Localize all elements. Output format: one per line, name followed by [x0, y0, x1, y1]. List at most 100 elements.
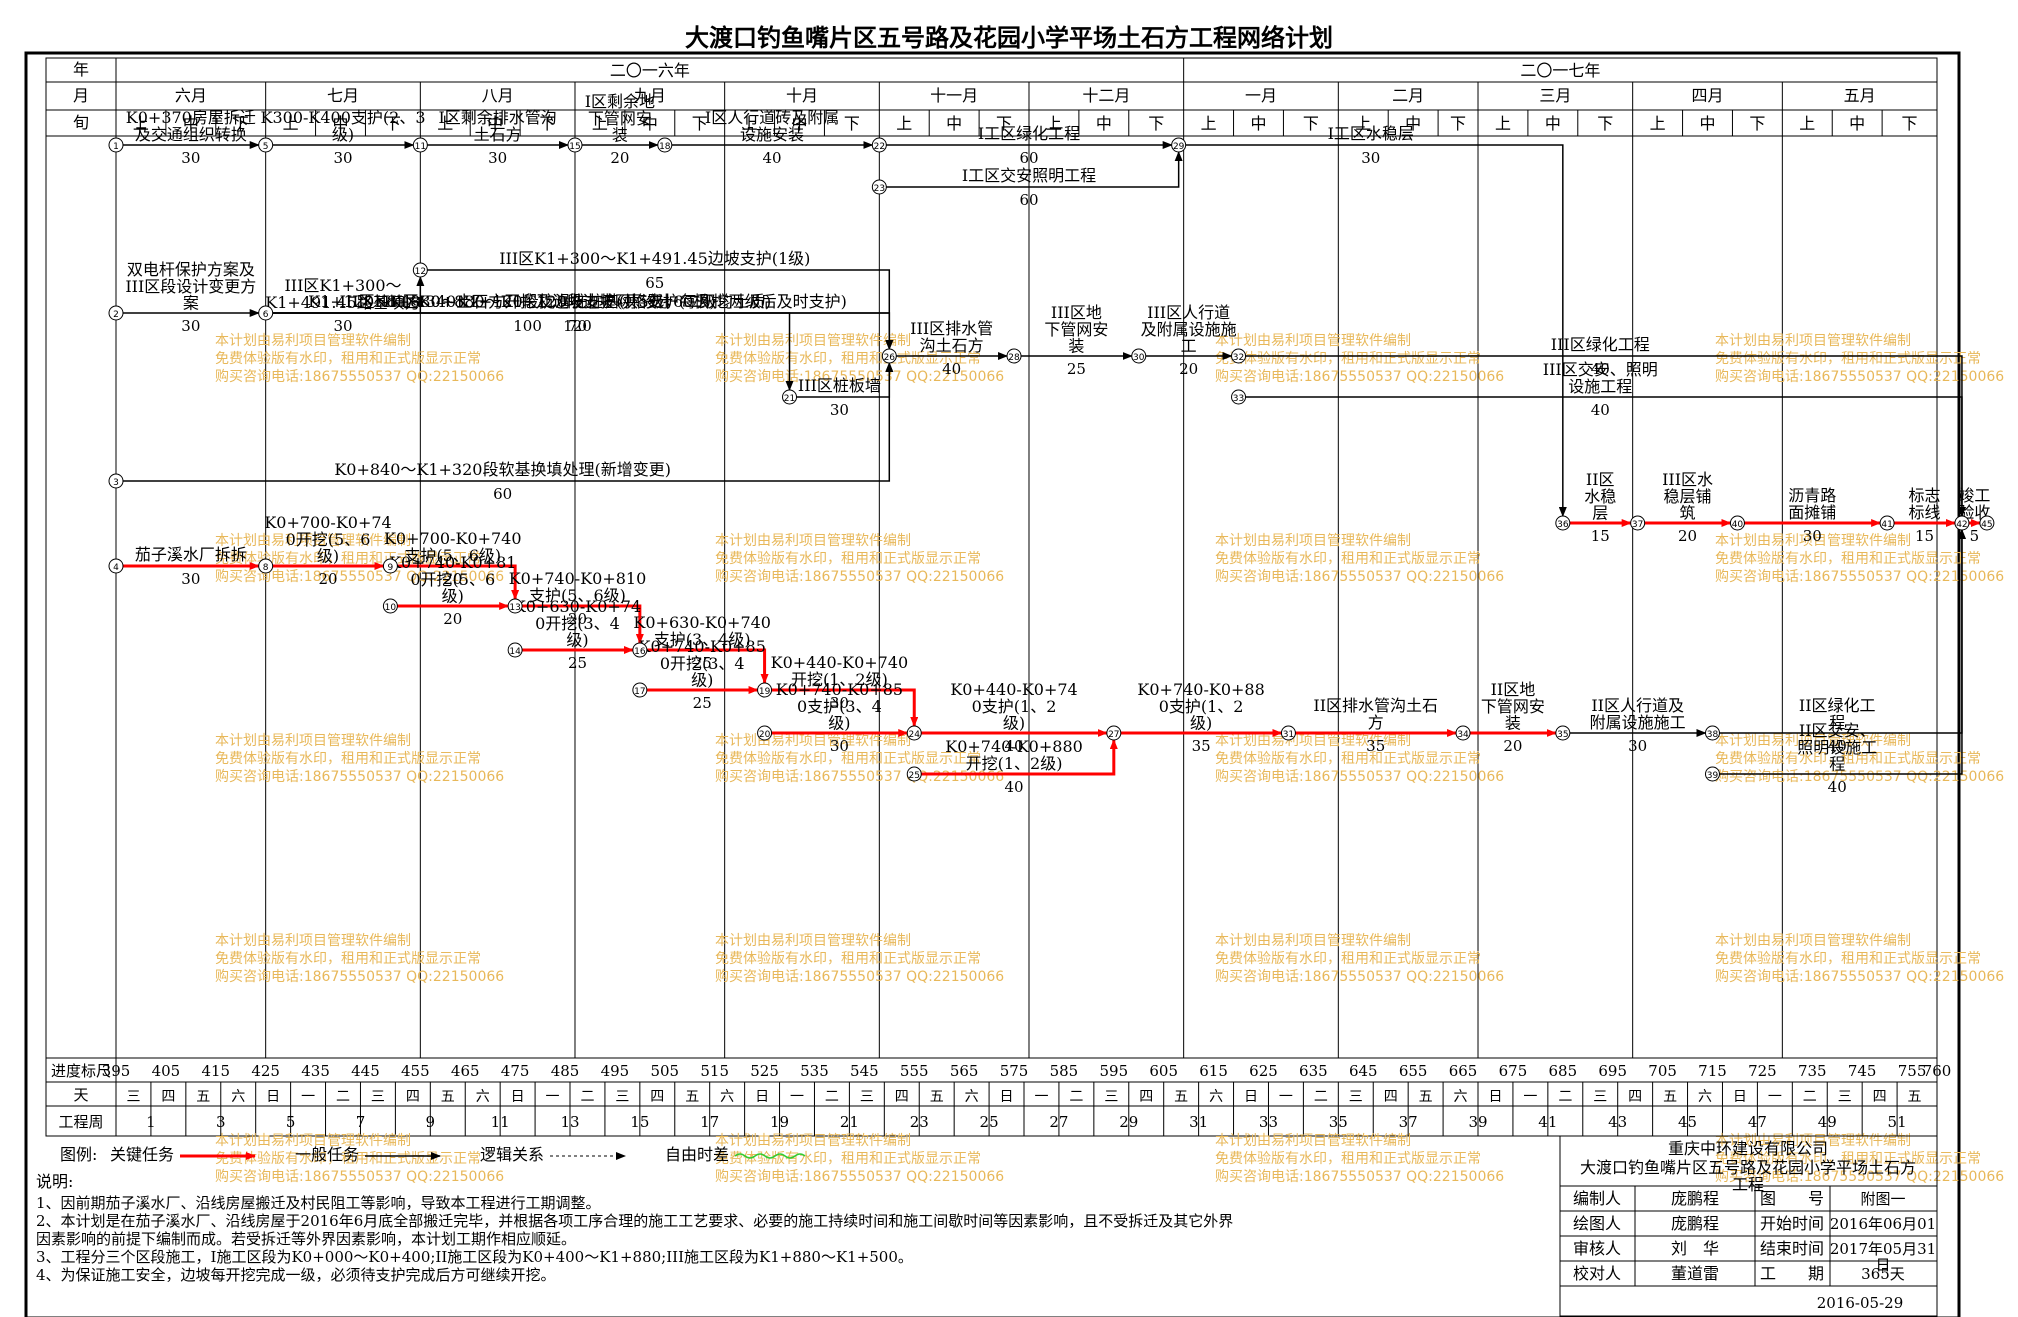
task-duration: 25 — [1067, 360, 1086, 378]
xun-label: 中 — [332, 114, 348, 133]
title-date: 2016-05-29 — [1817, 1294, 1903, 1312]
month-label: 九月 — [634, 86, 666, 105]
watermark-line: 免费体验版有水印，租用和正式版显示正常 — [715, 751, 981, 767]
xun-label: 中 — [642, 114, 658, 133]
xun-label: 上 — [742, 114, 758, 133]
task-duration: 20 — [610, 149, 629, 167]
outer-frame — [24, 51, 1961, 1317]
month-label: 十二月 — [1082, 86, 1130, 105]
weekday-label: 日 — [511, 1089, 525, 1105]
week-number: 5 — [286, 1113, 296, 1131]
note-line: 4、为保证施工安全，边坡每开挖完成一级，必须待支护完成后方可继续开挖。 — [36, 1266, 556, 1284]
xun-label: 下 — [692, 114, 708, 133]
title-key: 审核人 — [1573, 1239, 1621, 1258]
weekday-label: 三 — [860, 1089, 874, 1105]
network-node — [632, 642, 648, 658]
xun-label: 下 — [996, 114, 1012, 133]
week-number: 47 — [1748, 1113, 1767, 1131]
scale-tick: 585 — [1050, 1062, 1079, 1080]
node-id: 38 — [1707, 730, 1719, 740]
network-node — [1455, 725, 1471, 741]
node-id: 17 — [634, 687, 645, 697]
watermark-line: 本计划由易利项目管理软件编制 — [1215, 333, 1411, 349]
task-duration: 20 — [1179, 360, 1198, 378]
network-node — [108, 558, 124, 574]
week-number: 3 — [216, 1113, 226, 1131]
legend-label: 图例: — [60, 1145, 97, 1164]
task-name: II区交安、照明设施工程 — [1797, 721, 1877, 774]
scale-tick: 395 — [102, 1062, 131, 1080]
task-name: 沥青路面摊铺 — [1788, 486, 1836, 522]
month-label: 七月 — [327, 86, 359, 105]
weekday-label: 六 — [965, 1089, 979, 1105]
node-id: 23 — [874, 184, 885, 194]
title-value: 庞鹏程 — [1671, 1214, 1719, 1233]
watermark-line: 购买咨询电话:18675550537 QQ:22150066 — [1715, 769, 2004, 785]
task-name: III区桩板墙 — [798, 376, 881, 395]
task-arrow — [123, 362, 894, 482]
task-duration: 40 — [942, 360, 961, 378]
weekday-label: 日 — [266, 1089, 280, 1105]
days-label: 天 — [73, 1086, 88, 1104]
xun-label: 中 — [183, 114, 199, 133]
network-node — [1171, 137, 1187, 153]
weekday-label: 五 — [1908, 1089, 1922, 1105]
xun-label: 上 — [592, 114, 608, 133]
task-arrow — [397, 564, 520, 600]
scale-tick: 755 — [1898, 1062, 1927, 1080]
task-name: II区地下管网安装 — [1481, 680, 1545, 733]
network-node — [1555, 515, 1571, 531]
weekday-label: 一 — [1768, 1089, 1782, 1105]
watermark-line: 购买咨询电话:18675550537 QQ:22150066 — [1715, 369, 2004, 385]
title-key: 开始时间 — [1760, 1214, 1824, 1233]
network-node — [782, 389, 798, 405]
watermark-line: 购买咨询电话:18675550537 QQ:22150066 — [1715, 969, 2004, 985]
node-id: 10 — [385, 603, 397, 613]
scale-tick: 405 — [152, 1062, 181, 1080]
weekday-label: 四 — [895, 1089, 909, 1105]
week-number: 45 — [1678, 1113, 1697, 1131]
week-number: 41 — [1538, 1113, 1557, 1131]
weekday-label: 二 — [1069, 1089, 1083, 1105]
network-node — [757, 682, 773, 698]
weekday-label: 六 — [476, 1089, 490, 1105]
task-name: III区K8+880～K1+120段抗滑桩桩基(原设计60根) — [340, 292, 716, 311]
weekday-label: 五 — [930, 1089, 944, 1105]
network-node — [412, 262, 428, 278]
task-arrow — [771, 688, 919, 727]
scale-tick: 705 — [1648, 1062, 1677, 1080]
task-duration: 40 — [1828, 778, 1847, 796]
month-label: 二月 — [1392, 86, 1424, 105]
title-key: 工 期 — [1760, 1264, 1824, 1283]
task-arrow — [921, 739, 1118, 776]
xun-label: 中 — [487, 114, 503, 133]
weekday-label: 三 — [1104, 1089, 1118, 1105]
node-id: 4 — [113, 563, 119, 573]
node-id: 39 — [1707, 771, 1719, 781]
watermark-line: 购买咨询电话:18675550537 QQ:22150066 — [715, 569, 1004, 585]
weekday-label: 三 — [615, 1089, 629, 1105]
task-duration: 30 — [1628, 737, 1647, 755]
weekday-label: 五 — [441, 1089, 455, 1105]
xun-label: 下 — [385, 114, 401, 133]
task-duration: 35 — [1192, 737, 1211, 755]
task-name: III区交安、照明设施工程 — [1543, 360, 1658, 396]
scale-tick: 495 — [601, 1062, 630, 1080]
task-name: III区K1+300～K1+491.45路基填方 — [265, 276, 421, 312]
weekday-label: 六 — [720, 1089, 734, 1105]
network-node — [108, 473, 124, 489]
week-number: 9 — [426, 1113, 436, 1131]
weekday-label: 三 — [371, 1089, 385, 1105]
xun-label: 下 — [1902, 114, 1918, 133]
task-name: III区排水管沟土石方 — [910, 319, 993, 355]
week-number: 33 — [1259, 1113, 1278, 1131]
network-node — [906, 766, 922, 782]
task-duration: 30 — [333, 149, 352, 167]
weekday-label: 六 — [1698, 1089, 1712, 1105]
watermark-line: 购买咨询电话:18675550537 QQ:22150066 — [715, 769, 1004, 785]
week-number: 11 — [491, 1113, 510, 1131]
task-name: II区水稳层 — [1584, 470, 1616, 523]
scale-tick: 675 — [1499, 1062, 1528, 1080]
watermark-line: 免费体验版有水印，租用和正式版显示正常 — [715, 351, 981, 367]
